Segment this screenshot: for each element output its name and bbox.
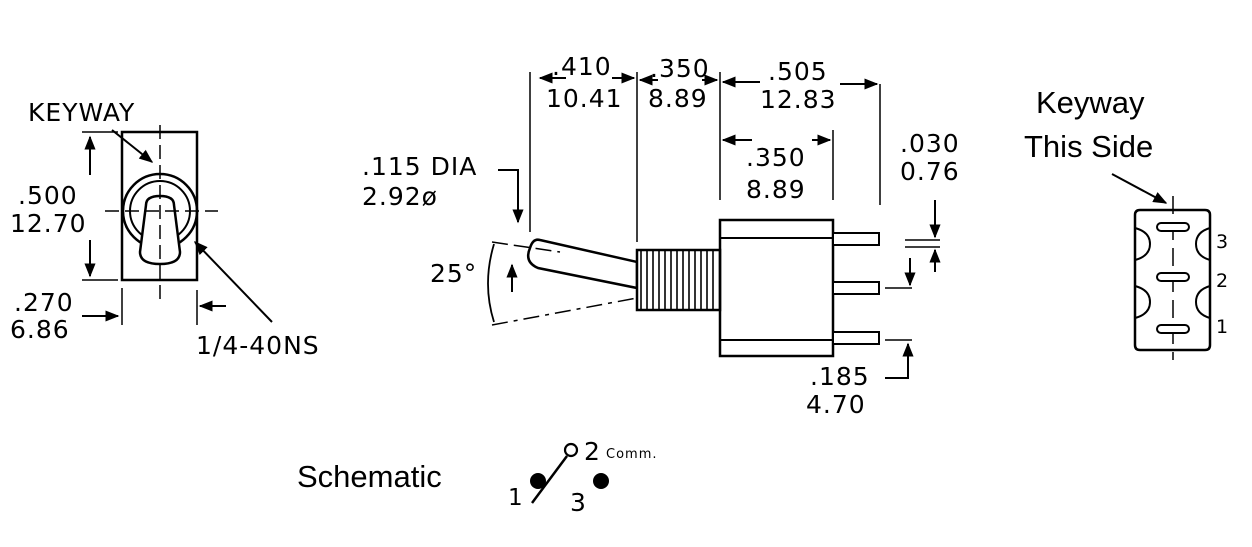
side-body xyxy=(718,218,835,358)
schematic-comm: Comm. xyxy=(606,447,658,462)
pin-pitch-in: .185 xyxy=(810,362,870,391)
side-pin-bottom xyxy=(832,331,880,345)
dim-d-mm: 8.89 xyxy=(746,175,806,204)
bottom-title-line2: This Side xyxy=(1024,129,1153,164)
bottom-pin-1-label: 1 xyxy=(1216,316,1228,338)
pin-pitch-mm: 4.70 xyxy=(806,390,866,419)
angle-arc xyxy=(487,243,495,323)
lever-dia-mm: 2.92ø xyxy=(362,182,438,211)
bottom-title-line1: Keyway xyxy=(1036,85,1145,120)
angle-label: 25° xyxy=(430,259,477,288)
angle-ray-top xyxy=(491,241,561,253)
dim-b-mm: 8.89 xyxy=(648,84,708,113)
side-pin-top xyxy=(832,232,880,246)
front-height-mm: 12.70 xyxy=(10,209,87,238)
bushing-threads xyxy=(640,250,714,310)
bottom-pin-3 xyxy=(1156,222,1190,232)
schematic-common-terminal xyxy=(563,442,579,458)
dim-d-in: .350 xyxy=(746,143,806,172)
front-height-in: .500 xyxy=(18,181,78,210)
bottom-pin-2-label: 2 xyxy=(1216,270,1228,292)
schematic-pin-3: 3 xyxy=(570,488,587,517)
dim-b-in: .350 xyxy=(650,54,710,83)
bottom-pin-1 xyxy=(1156,324,1190,334)
pitch-arrow-bottom xyxy=(885,342,914,379)
front-keyway-label: KEYWAY xyxy=(28,98,135,127)
thread-leader xyxy=(194,240,273,323)
bottom-pin-3-label: 3 xyxy=(1216,231,1228,253)
notch-right-bottom xyxy=(1194,285,1211,319)
dim-e-mm: 0.76 xyxy=(900,157,960,186)
lever-dia-leader xyxy=(498,169,524,224)
bottom-keyway-leader xyxy=(1111,173,1168,204)
schematic-label: Schematic xyxy=(297,459,442,494)
front-offset-mm: 6.86 xyxy=(10,315,70,344)
front-offset-in: .270 xyxy=(14,288,74,317)
front-thread-label: 1/4-40NS xyxy=(196,331,320,360)
front-view: KEYWAY .500 12.70 .270 6.86 1/4-40NS xyxy=(10,98,320,360)
schematic-switch-blade xyxy=(530,455,569,504)
angle-ray-bottom xyxy=(491,297,638,326)
bottom-view: Keyway This Side 3 2 1 xyxy=(1024,85,1228,360)
schematic-terminal-3 xyxy=(593,473,609,489)
dim-e-in: .030 xyxy=(900,129,960,158)
dim-c-in: .505 xyxy=(768,57,828,86)
notch-left-top xyxy=(1134,227,1152,261)
schematic-terminal-1 xyxy=(530,473,546,489)
dim-a-in: .410 xyxy=(552,52,612,81)
side-view: .410 10.41 .350 8.89 .505 12.83 .350 8.8… xyxy=(362,52,960,419)
side-bushing xyxy=(635,248,722,312)
bottom-pin-2 xyxy=(1156,272,1190,282)
schematic: Schematic 2 Comm. 1 3 xyxy=(297,437,658,517)
notch-right-top xyxy=(1194,227,1211,261)
schematic-pin-1: 1 xyxy=(508,485,524,511)
notch-left-bottom xyxy=(1134,285,1152,319)
dim-c-mm: 12.83 xyxy=(760,85,837,114)
keyway-leader xyxy=(111,129,154,163)
lever-dia-in: .115 DIA xyxy=(362,152,477,181)
dim-a-mm: 10.41 xyxy=(546,84,623,113)
side-lever xyxy=(527,238,639,290)
side-pin-middle xyxy=(832,281,880,295)
schematic-pin-2: 2 xyxy=(584,437,601,466)
